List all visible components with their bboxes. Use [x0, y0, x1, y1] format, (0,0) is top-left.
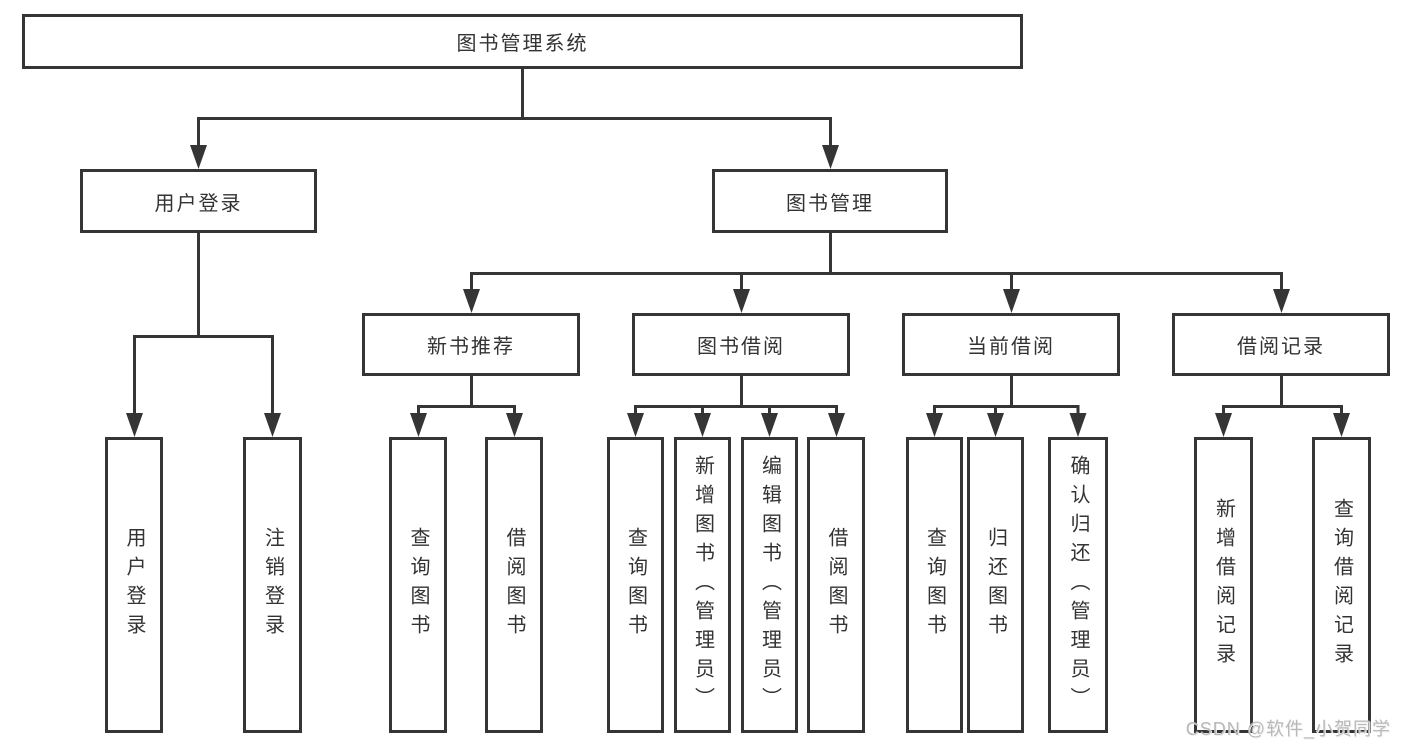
leaf-records-query-record: 查询借阅记录 [1312, 437, 1371, 733]
leaf-recommend-query-books: 查询图书 [389, 437, 447, 733]
node-borrowing-records: 借阅记录 [1172, 313, 1390, 376]
arrowhead [761, 413, 778, 437]
node-current-borrowing: 当前借阅 [902, 313, 1120, 376]
arrowhead [987, 413, 1004, 437]
arrowhead [627, 413, 644, 437]
arrowhead [410, 413, 427, 437]
node-label: 借阅记录 [1237, 336, 1325, 358]
arrowhead [1215, 413, 1232, 437]
node-label: 新增借阅记录 [1212, 498, 1235, 672]
node-label: 查询图书 [407, 527, 429, 643]
node-label: 图书借阅 [697, 336, 785, 358]
leaf-current-return-books: 归还图书 [967, 437, 1024, 733]
arrowhead [463, 289, 480, 313]
connector-root-to-level2 [190, 69, 839, 169]
leaf-borrowing-add-books-admin: 新增图书（管理员） [674, 437, 731, 733]
connector-current-borrowing-branch [926, 376, 1087, 437]
leaf-borrowing-borrow-books: 借阅图书 [807, 437, 865, 733]
arrowhead [1069, 413, 1087, 437]
node-label: 当前借阅 [967, 336, 1055, 358]
arrowhead [822, 145, 839, 169]
connector-book-borrowing-branch [627, 376, 845, 437]
leaf-current-confirm-return-admin: 确认归还（管理员） [1048, 437, 1108, 733]
node-library-management-system: 图书管理系统 [22, 14, 1023, 69]
node-label: 编辑图书（管理员） [758, 454, 781, 716]
arrowhead [926, 413, 943, 437]
arrowhead [1273, 289, 1290, 313]
leaf-logout: 注销登录 [243, 437, 302, 733]
leaf-borrowing-edit-books-admin: 编辑图书（管理员） [741, 437, 798, 733]
arrowhead [506, 413, 523, 437]
leaf-user-login: 用户登录 [105, 437, 163, 733]
arrowhead [733, 289, 750, 313]
node-label: 用户登录 [154, 192, 243, 215]
leaf-recommend-borrow-books: 借阅图书 [485, 437, 543, 733]
node-label: 确认归还（管理员） [1067, 454, 1089, 716]
node-label: 查询借阅记录 [1330, 498, 1353, 672]
connector-new-book-recommend-branch [410, 376, 523, 437]
connector-borrowing-records-branch [1215, 376, 1350, 437]
node-label: 新增图书（管理员） [691, 454, 714, 716]
arrowhead [190, 145, 207, 169]
node-book-borrowing: 图书借阅 [632, 313, 850, 376]
node-label: 新书推荐 [427, 336, 515, 358]
node-book-management: 图书管理 [712, 169, 948, 233]
arrowhead [1333, 413, 1350, 437]
node-label: 用户登录 [123, 527, 145, 643]
node-label: 图书管理系统 [456, 33, 589, 55]
node-label: 图书管理 [786, 192, 874, 215]
leaf-borrowing-query-books: 查询图书 [607, 437, 664, 733]
arrowhead [694, 413, 711, 437]
leaf-records-add-record: 新增借阅记录 [1194, 437, 1253, 733]
connector-user-login-branch [126, 233, 281, 437]
node-user-login: 用户登录 [80, 169, 317, 233]
node-label: 借阅图书 [825, 527, 847, 643]
node-new-book-recommend: 新书推荐 [362, 313, 580, 376]
node-label: 借阅图书 [503, 527, 525, 643]
arrowhead [828, 413, 845, 437]
watermark: CSDN @软件_小贺同学 [1185, 719, 1391, 739]
node-label: 查询图书 [624, 527, 647, 643]
arrowhead [126, 413, 143, 437]
leaf-current-query-books: 查询图书 [906, 437, 963, 733]
connector-book-management-branch [463, 233, 1290, 313]
node-label: 注销登录 [261, 527, 284, 643]
arrowhead [264, 413, 281, 437]
arrowhead [1003, 289, 1020, 313]
node-label: 归还图书 [984, 527, 1007, 643]
node-label: 查询图书 [923, 527, 946, 643]
